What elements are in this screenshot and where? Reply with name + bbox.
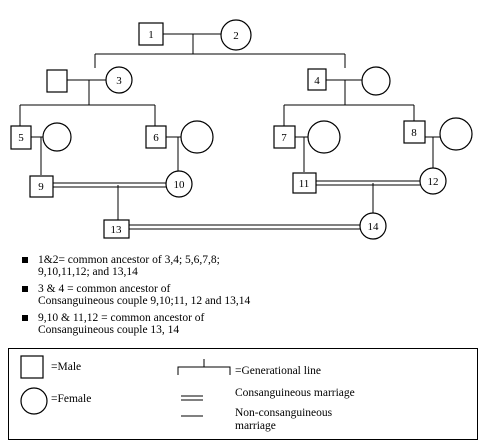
label-12: 12 xyxy=(428,176,439,188)
spouse-of-3 xyxy=(46,69,68,93)
note-item: 1&2= common ancestor of 3,4; 5,6,7,8; 9,… xyxy=(22,254,462,278)
bullet-icon xyxy=(22,315,28,321)
bullet-icon xyxy=(22,286,28,292)
individual-2 xyxy=(220,19,252,51)
female-symbol-icon xyxy=(20,387,48,415)
male-symbol-icon xyxy=(20,355,44,379)
individual-4 xyxy=(307,68,327,91)
label-14: 14 xyxy=(368,221,380,233)
label-10: 10 xyxy=(174,179,186,191)
label-2: 2 xyxy=(233,30,239,42)
legend-male-label: =Male xyxy=(51,361,82,373)
note-text: 1&2= common ancestor of 3,4; 5,6,7,8; 9,… xyxy=(38,254,220,278)
individual-6 xyxy=(145,125,167,149)
label-11: 11 xyxy=(299,178,310,190)
individual-10 xyxy=(165,170,193,198)
legend-female-label: =Female xyxy=(51,393,92,405)
label-5: 5 xyxy=(18,132,24,144)
label-3: 3 xyxy=(116,75,122,87)
individual-8 xyxy=(403,120,426,144)
individual-11 xyxy=(292,172,317,194)
note-text: 3 & 4 = common ancestor of Consanguineou… xyxy=(38,283,251,307)
individual-9 xyxy=(29,175,54,198)
individual-5 xyxy=(10,125,32,150)
legend-generational-label: =Generational line xyxy=(235,365,321,377)
spouse-of-8 xyxy=(439,117,473,151)
notes-list: 1&2= common ancestor of 3,4; 5,6,7,8; 9,… xyxy=(22,254,462,341)
legend-box: =Male =Female =Generational line Consang… xyxy=(8,348,478,440)
legend-non-consanguineous-label: Non-consanguineous marriage xyxy=(235,407,333,432)
label-7: 7 xyxy=(281,132,287,144)
individual-14 xyxy=(359,212,387,240)
legend-consanguineous-label: Consanguineous marriage xyxy=(235,387,355,399)
legend-symbols xyxy=(20,355,231,417)
note-text: 9,10 & 11,12 = common ancestor of Consan… xyxy=(38,312,205,336)
individual-12 xyxy=(419,167,447,195)
spouse-of-7 xyxy=(307,120,341,154)
spouse-of-5 xyxy=(42,122,72,152)
individual-3 xyxy=(105,66,133,94)
individual-13 xyxy=(103,219,130,239)
label-4: 4 xyxy=(314,75,320,87)
spouse-of-6 xyxy=(180,120,214,154)
individual-7 xyxy=(273,125,296,149)
label-8: 8 xyxy=(411,127,417,139)
label-1: 1 xyxy=(148,29,154,41)
individual-1 xyxy=(138,22,164,46)
label-6: 6 xyxy=(153,132,159,144)
note-item: 9,10 & 11,12 = common ancestor of Consan… xyxy=(22,312,462,336)
label-13: 13 xyxy=(111,224,123,236)
label-9: 9 xyxy=(38,181,44,193)
bullet-icon xyxy=(22,257,28,263)
note-item: 3 & 4 = common ancestor of Consanguineou… xyxy=(22,283,462,307)
spouse-of-4 xyxy=(361,66,391,96)
generational-line-icon xyxy=(177,366,231,375)
pedigree-diagram: 1 2 3 4 5 6 7 8 9 10 11 12 13 14 xyxy=(10,19,473,240)
